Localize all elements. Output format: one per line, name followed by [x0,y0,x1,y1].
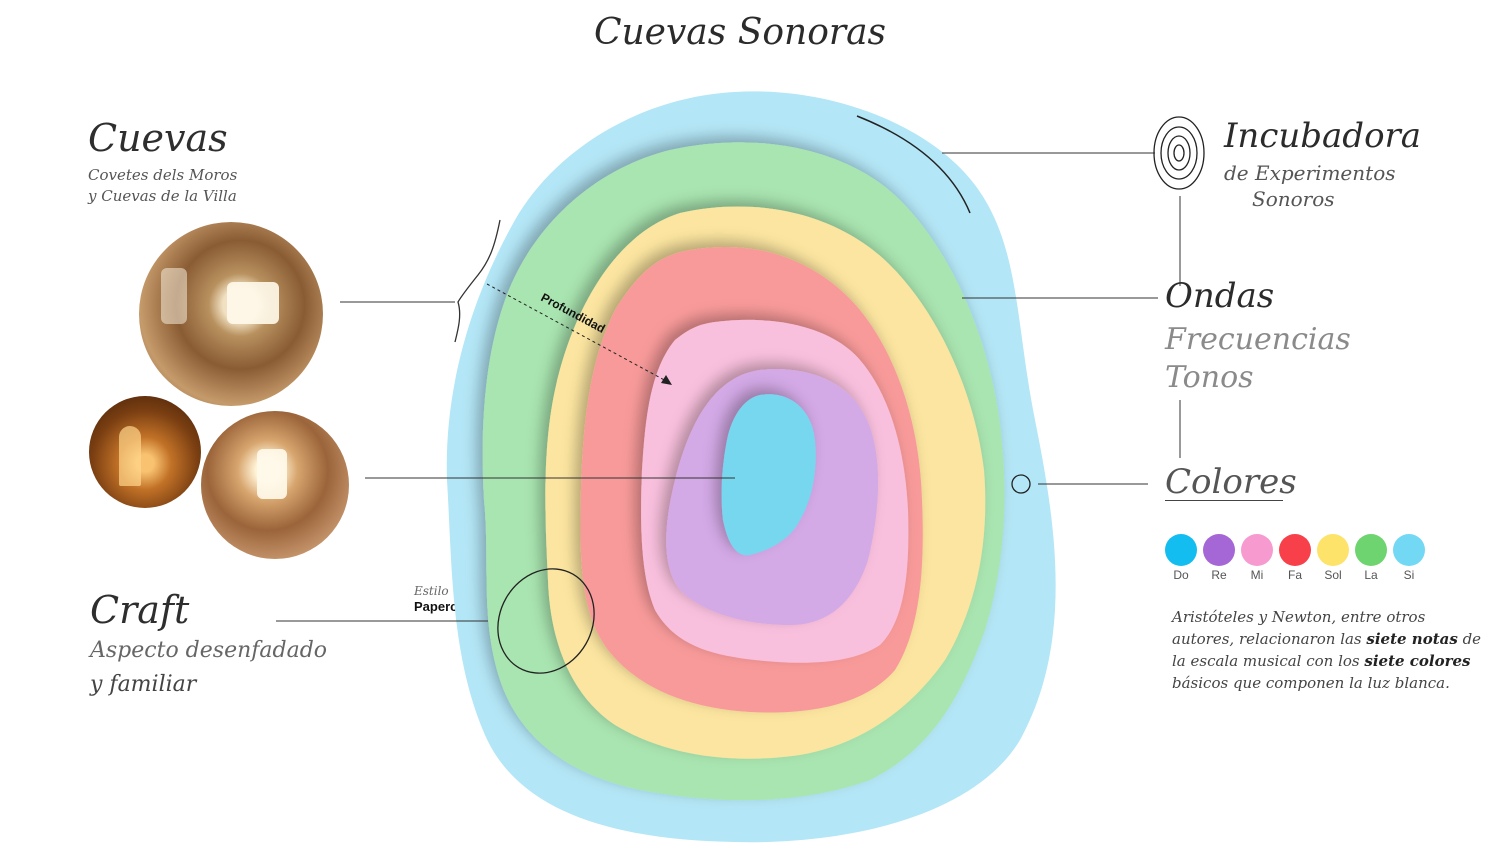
swatch-mi: Mi [1241,534,1273,582]
marker-circle [1011,474,1031,494]
bracket-curve [454,219,501,343]
cave-photo-window [201,411,349,559]
swatch-dot [1355,534,1387,566]
depth-arrowhead [661,375,672,385]
swatch-label: Mi [1250,568,1264,582]
swatch-dot [1165,534,1197,566]
cave-opening [161,268,187,324]
swatch-sol: Sol [1317,534,1349,582]
note-bold: siete colores [1364,652,1471,670]
craft-subtitle-line1: Aspecto desenfadado [90,638,328,663]
ondas-line1: Frecuencias [1165,322,1351,357]
incubadora-subtitle-line1: de Experimentos [1224,161,1396,185]
incubadora-title: Incubadora [1224,116,1422,156]
swatch-label: Fa [1287,568,1302,582]
note-color-swatches: Do Re Mi Fa Sol La Si [1165,534,1425,582]
swatch-dot [1203,534,1235,566]
cave-photo-tunnel [89,396,201,508]
cuevas-title: Cuevas [88,116,228,160]
cuevas-subtitle-line2: y Cuevas de la Villa [88,187,237,205]
note-text: de la escala musical con los [1172,630,1482,670]
swatch-dot [1393,534,1425,566]
swatch-fa: Fa [1279,534,1311,582]
swatch-dot [1279,534,1311,566]
swatch-label: Do [1173,568,1189,582]
ondas-line2: Tonos [1165,360,1254,395]
swatch-label: La [1364,568,1378,582]
colores-title: Colores [1165,462,1297,502]
cave-photo-arches [139,222,323,406]
papercut-highlight-ellipse [497,568,595,674]
concentric-rings-icon [1153,116,1205,190]
note-text: Aristóteles y Newton, entre otros autore… [1172,608,1426,648]
cave-opening [227,282,279,324]
swatch-label: Sol [1324,568,1342,582]
swatch-re: Re [1203,534,1235,582]
swatch-la: La [1355,534,1387,582]
cave-opening [119,426,141,486]
swatch-label: Si [1403,568,1415,582]
note-bold: siete notas [1366,630,1458,648]
swatch-dot [1317,534,1349,566]
swatch-label: Re [1211,568,1227,582]
style-label: Estilo [414,584,449,598]
top-arc [856,115,971,214]
notes-colors-paragraph: Aristóteles y Newton, entre otros autore… [1172,606,1482,694]
layer-cyan-core [721,394,816,556]
page-title: Cuevas Sonoras [593,12,887,53]
craft-subtitle-line2: y familiar [90,672,197,697]
depth-arrow [486,283,669,383]
swatch-si: Si [1393,534,1425,582]
colores-underline [1165,500,1283,501]
craft-title: Craft [90,588,190,632]
cave-opening [257,449,287,499]
swatch-do: Do [1165,534,1197,582]
incubadora-subtitle-line2: Sonoros [1252,187,1335,211]
ondas-title: Ondas [1165,276,1275,316]
cuevas-subtitle-line1: Covetes dels Moros [88,166,238,184]
swatch-dot [1241,534,1273,566]
note-text: básicos que componen la luz blanca. [1172,674,1450,692]
